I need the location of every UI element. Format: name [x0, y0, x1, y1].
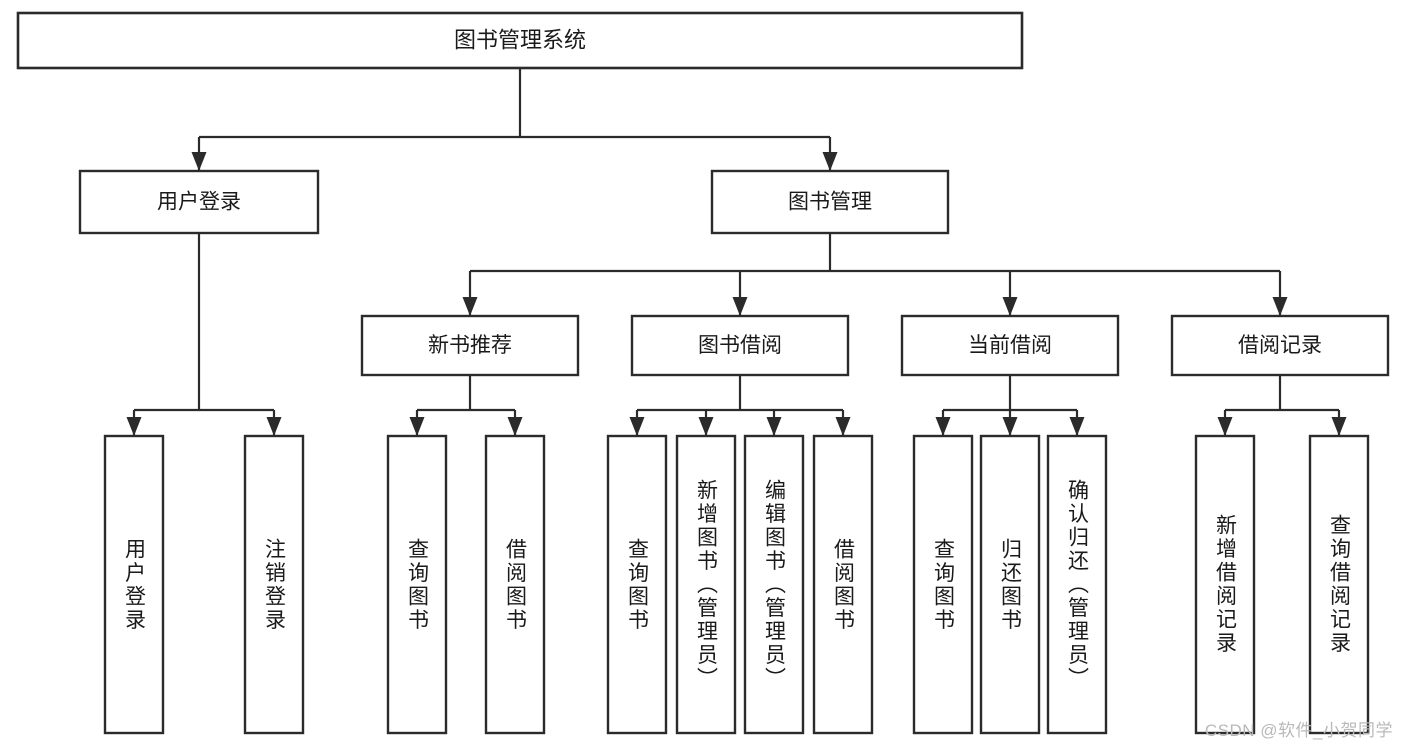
node-current-borrow[interactable]: [900, 314, 1120, 377]
arrow-head-icon-leaf-user-login: [126, 417, 142, 436]
arrow-head-icon-current-borrow: [1002, 297, 1018, 316]
node-new-book-recommend[interactable]: [360, 314, 580, 377]
node-leaf-query-book-1[interactable]: [386, 434, 448, 735]
arrow-head-icon-borrow-record: [1272, 297, 1288, 316]
arrow-head-icon-leaf-add-record: [1217, 417, 1233, 436]
arrow-head-icon-leaf-add-book: [698, 417, 714, 436]
arrow-head-icon-leaf-query-book-2: [629, 417, 645, 436]
node-root-label: 图书管理系统: [454, 27, 586, 52]
node-leaf-query-book-2[interactable]: [606, 434, 668, 735]
node-leaf-borrow-book-2[interactable]: [812, 434, 874, 735]
node-leaf-return-book[interactable]: [979, 434, 1041, 735]
node-borrow-record-label: 借阅记录: [1238, 334, 1322, 357]
node-leaf-borrow-book-1[interactable]: [484, 434, 546, 735]
arrow-head-icon-new-book-recommend: [462, 297, 478, 316]
node-book-management[interactable]: [710, 169, 950, 235]
node-current-borrow-label: 当前借阅: [968, 334, 1052, 357]
node-book-borrow[interactable]: [630, 314, 850, 377]
node-leaf-user-login[interactable]: [103, 434, 165, 735]
arrow-head-icon-leaf-query-record: [1331, 417, 1347, 436]
arrow-head-icon-book-borrow: [732, 297, 748, 316]
connectors-layer: [126, 68, 1347, 436]
node-leaf-confirm-return[interactable]: [1046, 434, 1108, 735]
arrow-head-icon-leaf-return-book: [1002, 417, 1018, 436]
node-root[interactable]: [16, 11, 1024, 70]
arrow-head-icon-leaf-borrow-book-2: [835, 417, 851, 436]
arrow-head-icon-leaf-confirm-return: [1069, 417, 1085, 436]
arrow-head-icon-book-management: [822, 152, 838, 171]
arrow-head-icon-leaf-edit-book: [766, 417, 782, 436]
arrow-head-icon-leaf-logout: [266, 417, 282, 436]
node-leaf-add-record[interactable]: [1194, 434, 1256, 735]
arrow-head-icon-leaf-query-book-1: [409, 417, 425, 436]
node-user-login-label: 用户登录: [157, 191, 241, 214]
arrow-head-icon-leaf-query-book-3: [935, 417, 951, 436]
node-leaf-edit-book[interactable]: [743, 434, 805, 735]
node-user-login[interactable]: [78, 169, 320, 235]
arrow-head-icon-user-login: [191, 152, 207, 171]
node-book-management-label: 图书管理: [788, 191, 872, 214]
csdn-watermark: CSDN @软件_小贺同学: [1204, 721, 1393, 740]
node-leaf-logout[interactable]: [243, 434, 305, 735]
node-book-borrow-label: 图书借阅: [698, 334, 782, 357]
node-leaf-add-book[interactable]: [675, 434, 737, 735]
arrow-head-icon-leaf-borrow-book-1: [507, 417, 523, 436]
node-borrow-record[interactable]: [1170, 314, 1390, 377]
node-leaf-query-record[interactable]: [1308, 434, 1370, 735]
node-new-book-recommend-label: 新书推荐: [428, 334, 512, 357]
node-leaf-query-book-3[interactable]: [912, 434, 974, 735]
